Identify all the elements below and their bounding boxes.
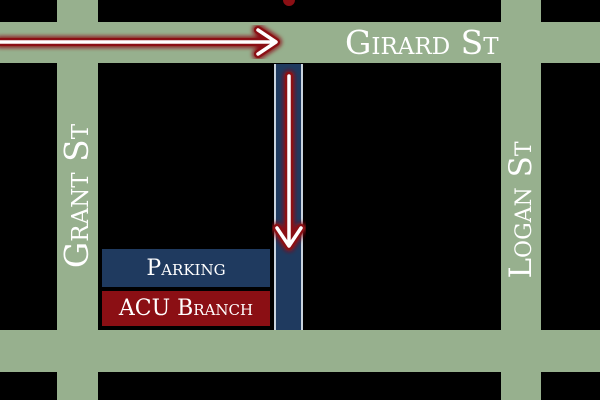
- grant-st-road: [57, 0, 98, 400]
- parking-label: Parking: [102, 249, 270, 287]
- bottom-road: [0, 330, 600, 372]
- girard-st-label: Girard St: [345, 23, 499, 62]
- acu-branch-label: ACU Branch: [102, 291, 270, 326]
- arrow-down-icon: [271, 70, 307, 252]
- marker-dot-icon: [283, 0, 295, 6]
- arrow-right-icon: [0, 24, 282, 60]
- logan-st-road: [501, 0, 541, 400]
